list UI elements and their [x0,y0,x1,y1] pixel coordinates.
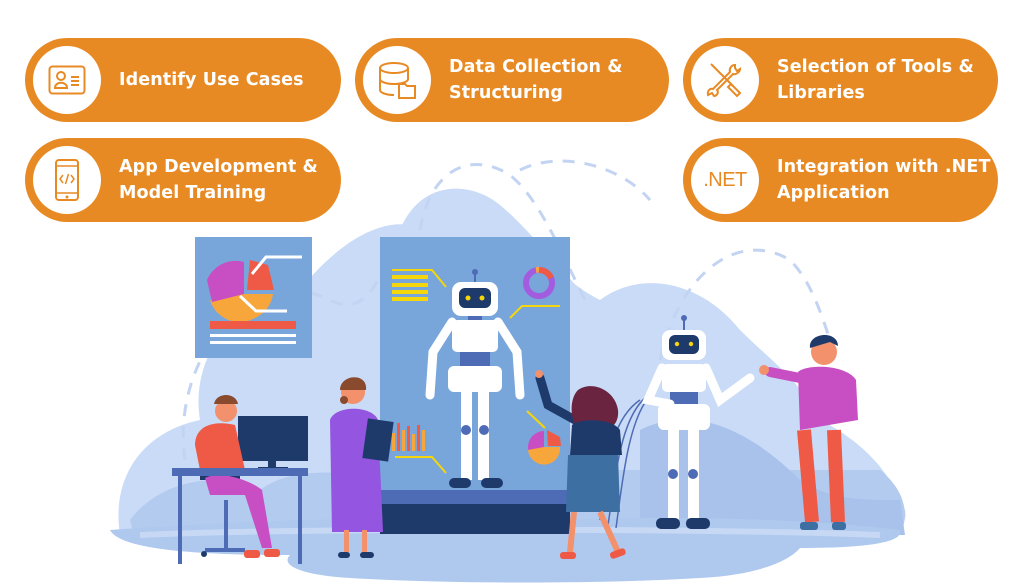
step-selection-tools: Selection of Tools &Libraries [683,38,998,122]
woman-pointing-at-board [535,370,626,559]
step-data-collection: Data Collection &Structuring [355,38,669,122]
robot-assistant-figure [599,315,755,529]
wrench-screwdriver-icon [691,46,759,114]
step-identify-use-cases: Identify Use Cases [25,38,341,122]
step-label: Selection of Tools &Libraries [777,57,974,103]
step-label: Identify Use Cases [119,70,304,90]
mobile-code-icon [33,146,101,214]
robot-figure [425,269,525,488]
man-waving [759,334,858,530]
database-folder-icon [363,46,431,114]
id-card-icon [33,46,101,114]
person-at-computer [172,395,308,564]
dotnet-icon: .NET [691,146,759,214]
step-label: App Development &Model Training [119,157,318,203]
step-app-development: App Development &Model Training [25,138,341,222]
woman-with-tablet [330,377,394,558]
step-label: Data Collection &Structuring [449,57,623,103]
pie-chart-board [195,237,312,358]
